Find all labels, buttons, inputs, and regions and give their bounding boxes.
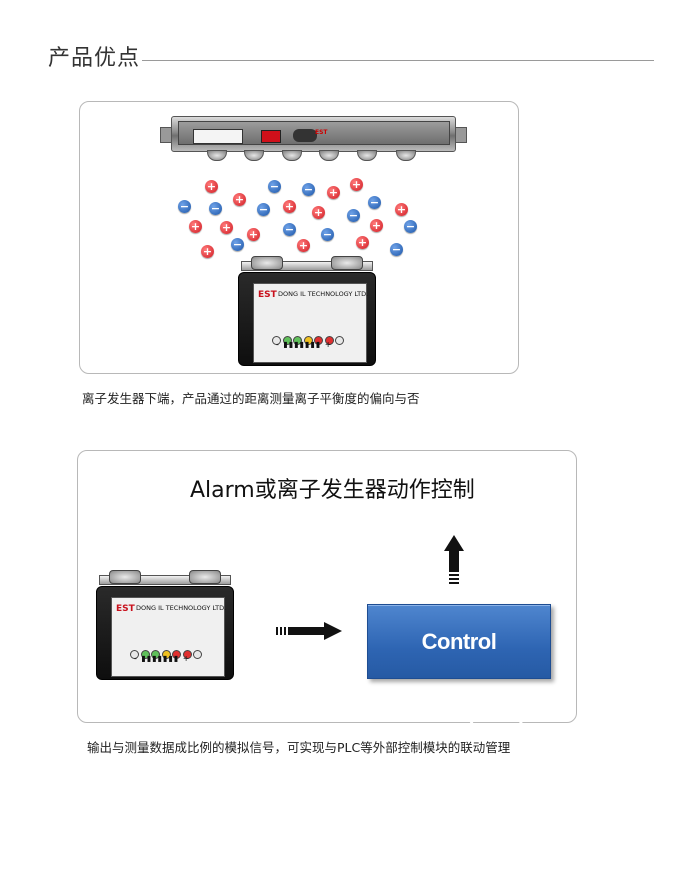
positive-ion: + [233,193,246,206]
negative-ion: − [209,202,222,215]
led-indicator [293,336,302,345]
meter-mount-rail [241,261,373,271]
panel2-caption: 输出与测量数据成比例的模拟信号，可实现与PLC等外部控制模块的联动管理 [87,740,511,755]
meter-face: EST DONG IL TECHNOLOGY LTD. - ▮▮▮▮▮▮▮ + [111,597,227,677]
negative-ion: − [178,200,191,213]
plc-control-module: Control Module(PLC) [367,604,551,727]
panel1-caption: 离子发生器下端，产品通过的距离测量离子平衡度的偏向与否 [82,391,420,406]
positive-ion: + [356,236,369,249]
led-indicator [303,336,313,345]
led-indicator [161,650,171,659]
led-indicator [182,650,192,659]
negative-ion: − [257,203,270,216]
meter-brand-logo: EST [258,290,277,300]
led-indicator [193,650,202,659]
meter-brand-logo: EST [116,604,135,614]
meter-scale: - ▮▮▮▮▮▮▮ + [276,340,333,349]
ionizer-body: EST [178,121,450,145]
meter-sensor-knob [331,256,363,270]
section-title: 产品优点 [48,46,141,71]
negative-ion: − [347,209,360,222]
positive-ion: + [395,203,408,216]
arrow-up-icon [444,535,464,584]
negative-ion: − [302,183,315,196]
negative-ion: − [404,220,417,233]
title-divider [142,60,654,61]
meter-sensor-knob [109,570,141,584]
ionizer-display [261,130,281,143]
negative-ion: − [390,243,403,256]
positive-ion: + [350,178,363,191]
led-indicator [335,336,344,345]
ionizer-bar: EST [160,116,467,152]
ionizer-endcap-left [160,127,172,143]
negative-ion: − [231,238,244,251]
meter-company-name: DONG IL TECHNOLOGY LTD. [278,290,369,298]
led-indicator [172,650,181,659]
meter-sensor-knob [251,256,283,270]
ion-balance-meter: EST DONG IL TECHNOLOGY LTD. - ▮▮▮▮▮▮▮ + [96,570,234,680]
led-indicator [151,650,160,659]
negative-ion: − [321,228,334,241]
led-indicator [272,336,281,345]
meter-company-name: DONG IL TECHNOLOGY LTD. [136,604,227,612]
meter-led-row [130,644,204,663]
negative-ion: − [368,196,381,209]
meter-scale: - ▮▮▮▮▮▮▮ + [134,654,191,663]
positive-ion: + [297,239,310,252]
negative-ion: − [283,223,296,236]
positive-ion: + [247,228,260,241]
meter-sensor-knob [189,570,221,584]
meter-led-row [272,330,346,349]
positive-ion: + [201,245,214,258]
arrow-right-icon [276,622,342,640]
led-indicator [282,336,292,345]
ionizer-logo: EST [315,129,328,136]
ionizer-socket [293,129,317,142]
positive-ion: + [189,220,202,233]
negative-ion: − [268,180,281,193]
meter-face: EST DONG IL TECHNOLOGY LTD. - ▮▮▮▮▮▮▮ + [253,283,369,363]
ionizer-port-block [193,129,243,144]
positive-ion: + [205,180,218,193]
positive-ion: + [283,200,296,213]
meter-mount-rail [99,575,231,585]
panel2-title: Alarm或离子发生器动作控制 [190,478,475,503]
led-indicator [324,336,334,345]
led-indicator [314,336,323,345]
led-indicator [140,650,150,659]
positive-ion: + [327,186,340,199]
ionizer-endcap-right [455,127,467,143]
positive-ion: + [312,206,325,219]
led-indicator [130,650,139,659]
ion-balance-meter: EST DONG IL TECHNOLOGY LTD. - ▮▮▮▮▮▮▮ + [238,256,376,366]
positive-ion: + [220,221,233,234]
positive-ion: + [370,219,383,232]
